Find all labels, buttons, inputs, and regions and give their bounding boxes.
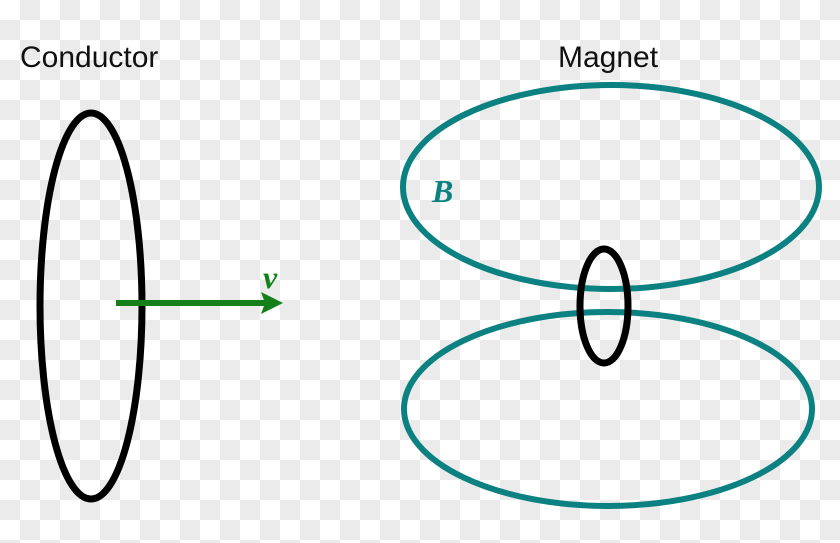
magnet-field-group <box>400 82 822 509</box>
velocity-symbol: v <box>263 259 278 295</box>
magnet-label: Magnet <box>558 41 659 74</box>
magnet-core-loop <box>576 245 632 367</box>
conductor-label: Conductor <box>20 41 158 74</box>
magnetic-field-symbol: B <box>431 173 453 209</box>
velocity-arrow-head <box>261 292 283 314</box>
velocity-arrow <box>116 292 283 314</box>
field-ring-upper <box>400 82 822 292</box>
field-ring-lower <box>401 309 815 509</box>
